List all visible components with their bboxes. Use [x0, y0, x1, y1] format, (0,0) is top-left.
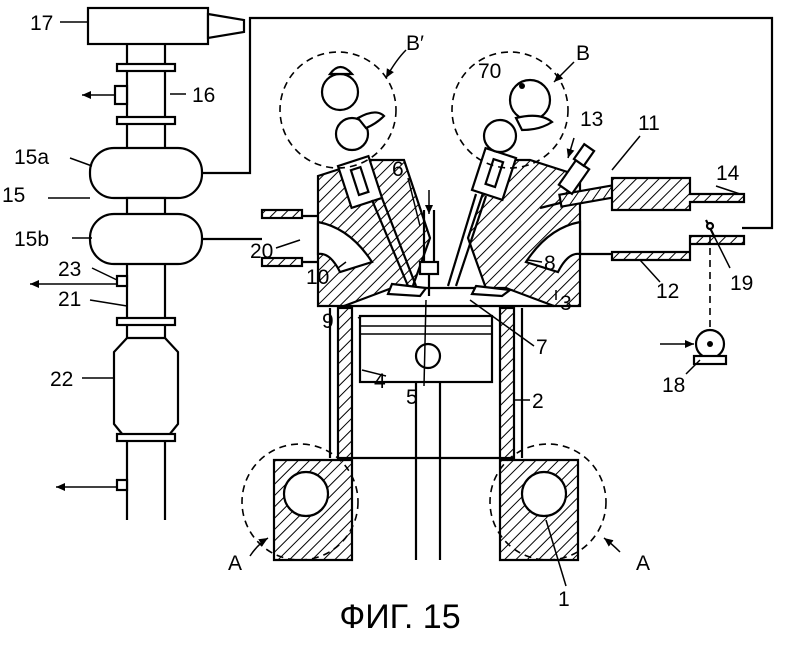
label-21: 21 [58, 288, 81, 311]
turbo-15a [88, 146, 204, 200]
label-3: 3 [560, 292, 572, 315]
label-15: 15 [2, 184, 25, 207]
labels: 17 16 15a 15 15b 23 21 22 20 10 9 4 5 6 … [2, 12, 753, 611]
cam-group-b [451, 51, 569, 169]
intake-system [539, 137, 746, 366]
figure-caption: ФИГ. 15 [339, 598, 460, 636]
turbo-15b [88, 212, 204, 266]
label-a-right: A [636, 552, 650, 575]
label-17: 17 [30, 12, 53, 35]
label-a-left: A [228, 552, 242, 575]
label-7: 7 [536, 336, 548, 359]
label-2: 2 [532, 390, 544, 413]
label-16: 16 [192, 84, 215, 107]
label-12: 12 [656, 280, 679, 303]
label-22: 22 [50, 368, 73, 391]
label-1: 1 [558, 588, 570, 611]
motor-18 [660, 328, 728, 366]
crankcase-1 [241, 443, 607, 562]
label-13: 13 [580, 108, 603, 131]
label-b-prime: B′ [406, 32, 424, 55]
label-23: 23 [58, 258, 81, 281]
label-18: 18 [662, 374, 685, 397]
engine [241, 51, 607, 562]
leader-lines [48, 21, 741, 587]
catalyst-22 [112, 336, 180, 442]
injector-13 [557, 137, 596, 196]
label-5: 5 [406, 386, 418, 409]
exhaust-column [30, 6, 774, 520]
label-4: 4 [374, 370, 386, 393]
label-20: 20 [250, 240, 273, 263]
label-15b: 15b [14, 228, 49, 251]
label-14: 14 [716, 162, 740, 185]
label-6: 6 [392, 158, 404, 181]
label-9: 9 [322, 310, 334, 333]
valve-left [336, 154, 429, 298]
label-15a: 15a [14, 146, 49, 169]
label-11: 11 [638, 112, 660, 135]
label-b: B [576, 42, 590, 65]
piston-4 [358, 314, 494, 560]
label-19: 19 [730, 272, 753, 295]
label-70: 70 [478, 60, 501, 83]
unit-17 [86, 6, 246, 46]
spark-plug [418, 190, 440, 296]
cylinder-block-2 [328, 306, 524, 460]
cam-group-b-prime [279, 51, 397, 169]
label-10: 10 [306, 266, 329, 289]
label-8: 8 [544, 252, 556, 275]
valve-right [446, 146, 518, 298]
